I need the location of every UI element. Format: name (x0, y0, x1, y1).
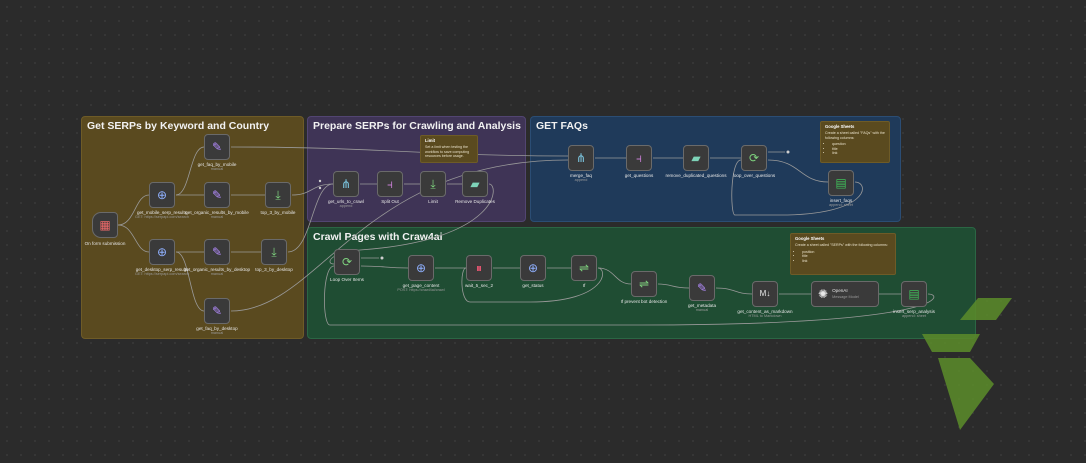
top3-mobile-node[interactable]: ⤓ (265, 182, 291, 208)
node-label: If prevent bot detection (620, 299, 668, 304)
desktop-serp-node[interactable]: ⊕ (149, 239, 175, 265)
limit-node[interactable]: ⤓ (420, 171, 446, 197)
form-trigger-node[interactable]: ▦ (92, 212, 118, 238)
group-title: Prepare SERPs for Crawling and Analysis (313, 120, 521, 132)
node-label: wait_5_sec_2 (464, 283, 494, 288)
pause-icon: ⏸ (475, 261, 482, 275)
remove-duplicates-node[interactable]: ▰ (462, 171, 488, 197)
top3-desktop-node[interactable]: ⤓ (261, 239, 287, 265)
pencil-icon: ✎ (211, 245, 223, 259)
node-label: Split Out (381, 199, 399, 204)
globe-icon: ⊕ (415, 261, 427, 275)
markdown-node[interactable]: M↓ (752, 281, 778, 307)
urls-to-crawl-node[interactable]: ⋔ (333, 171, 359, 197)
sheets-icon: ▤ (835, 176, 847, 190)
merge-faq-node[interactable]: ⋔ (568, 145, 594, 171)
split-icon: ⫞ (386, 177, 393, 191)
pencil-icon: ✎ (211, 188, 223, 202)
group-title: Get SERPs by Keyword and Country (87, 120, 270, 132)
node-label: Limit (428, 199, 438, 204)
faq-desktop-node[interactable]: ✎ (204, 298, 230, 324)
node-label: top_3_by_mobile (260, 210, 296, 215)
limit-icon: ⤓ (430, 177, 436, 191)
openai-icon: ✺ (818, 287, 829, 301)
node-label: remove_duplicated_questions (665, 173, 727, 178)
limit-icon: ⤓ (271, 245, 277, 259)
form-icon: ▦ (99, 218, 111, 232)
globe-icon: ⊕ (156, 245, 168, 259)
loop-over-items-node[interactable]: ⟳ (334, 249, 360, 275)
node-label: Remove Duplicates (455, 199, 495, 204)
loop-icon: ⟳ (341, 255, 353, 269)
group-get-serps[interactable]: Get SERPs by Keyword and Country (81, 116, 304, 339)
mobile-serp-node[interactable]: ⊕ (149, 182, 175, 208)
merge-icon: ⋔ (340, 177, 352, 191)
organic-mobile-node[interactable]: ✎ (204, 182, 230, 208)
node-label: On form submission (84, 241, 126, 246)
limit-icon: ⤓ (275, 188, 281, 202)
insert-serp-analysis-node[interactable]: ▤ (901, 281, 927, 307)
pencil-icon: ✎ (696, 281, 708, 295)
merge-icon: ⋔ (575, 151, 587, 165)
sheets-icon: ▤ (908, 287, 920, 301)
if-icon: ⇌ (578, 261, 590, 275)
get-page-content-node[interactable]: ⊕ (408, 255, 434, 281)
get-questions-node[interactable]: ⫞ (626, 145, 652, 171)
node-label: top_3_by_desktop (255, 267, 293, 272)
node-label: loop_over_questions (732, 173, 776, 178)
split-out-node[interactable]: ⫞ (377, 171, 403, 197)
eraser-icon: ▰ (691, 151, 701, 165)
wait-node[interactable]: ⏸ (466, 255, 492, 281)
node-label: If (582, 283, 586, 288)
if-bot-detection-node[interactable]: ⇌ (631, 271, 657, 297)
if-node[interactable]: ⇌ (571, 255, 597, 281)
pencil-icon: ✎ (211, 140, 223, 154)
node-label: get_questions (624, 173, 654, 178)
group-title: GET FAQs (536, 120, 588, 132)
group-prepare-serps[interactable]: Prepare SERPs for Crawling and Analysis (307, 116, 526, 222)
organic-desktop-node[interactable]: ✎ (204, 239, 230, 265)
split-icon: ⫞ (635, 151, 642, 165)
node-label: get_status (522, 283, 544, 288)
globe-icon: ⊕ (527, 261, 539, 275)
pencil-icon: ✎ (211, 304, 223, 318)
insert-faqs-node[interactable]: ▤ (828, 170, 854, 196)
remove-duplicated-questions-node[interactable]: ▰ (683, 145, 709, 171)
markdown-icon: M↓ (759, 289, 771, 298)
node-label: Loop Over Items (330, 277, 364, 282)
brand-logo-icon (922, 298, 1012, 430)
faq-mobile-node[interactable]: ✎ (204, 134, 230, 160)
group-title: Crawl Pages with Craw4ai (313, 231, 443, 243)
get-metadata-node[interactable]: ✎ (689, 275, 715, 301)
globe-icon: ⊕ (156, 188, 168, 202)
get-status-node[interactable]: ⊕ (520, 255, 546, 281)
loop-icon: ⟳ (748, 151, 760, 165)
if-icon: ⇌ (638, 277, 650, 291)
loop-over-questions-node[interactable]: ⟳ (741, 145, 767, 171)
eraser-icon: ▰ (470, 177, 480, 191)
